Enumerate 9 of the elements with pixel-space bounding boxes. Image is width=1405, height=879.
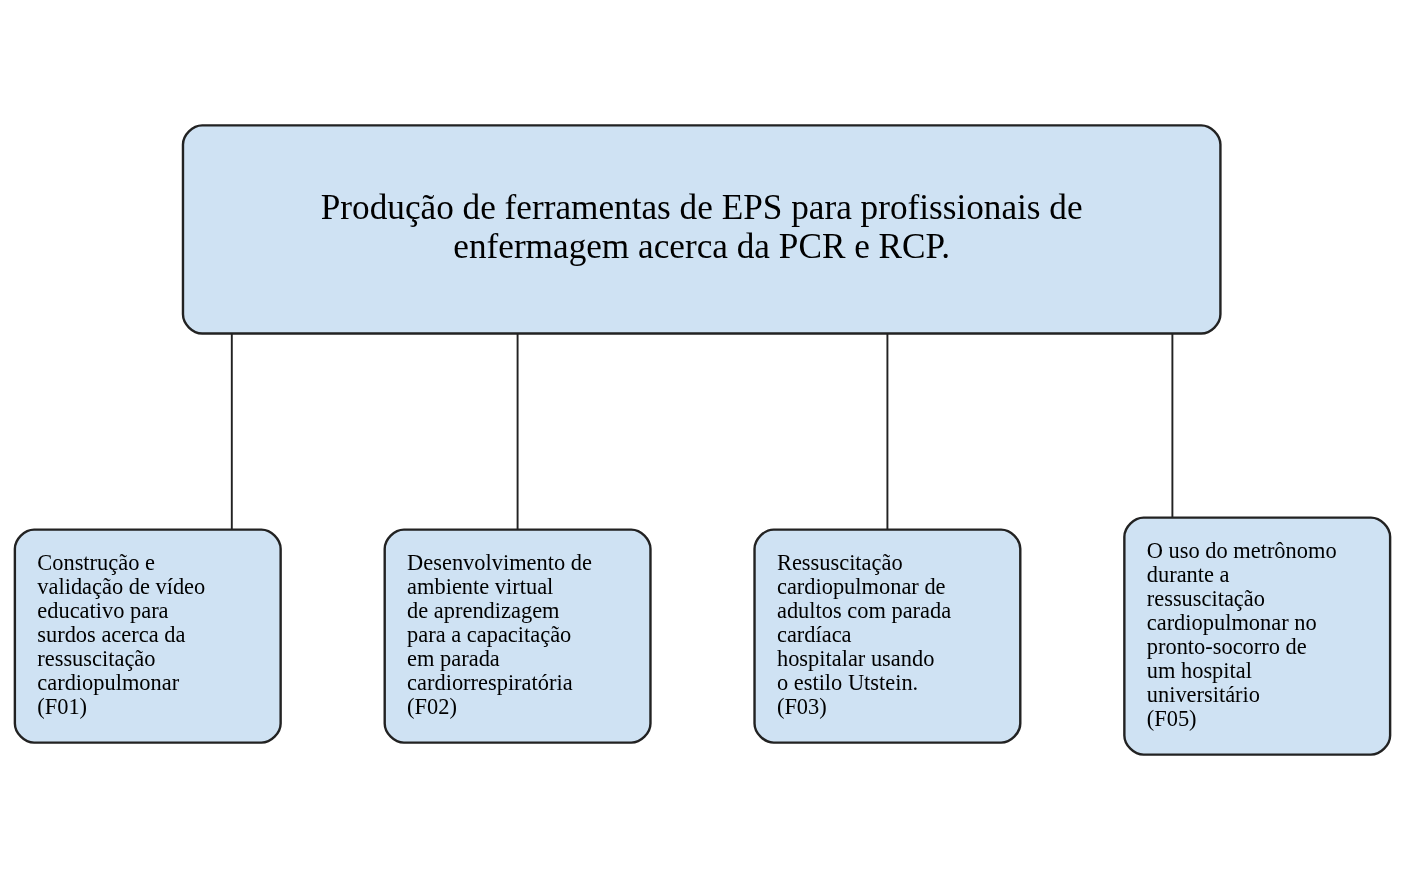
connector: [1171, 332, 1174, 518]
node-box: O uso do metrônomo durante a ressuscitação cardiopulmonar no pronto-socorro de um hospital universitário (F05): [1123, 515, 1392, 756]
connector: [886, 332, 889, 530]
node-box: Desenvolvimento de ambiente virtual de aprendizagem para a capacitação em parada cardiorrespiratória (F02): [383, 527, 652, 744]
node-box: Produção de ferramentas de EPS para profissionais de enfermagem acerca da PCR e RCP.: [181, 123, 1222, 335]
connector: [230, 332, 233, 530]
node-box: Ressuscitação cardiopulmonar de adultos com parada cardíaca hospitalar usando o estilo Utstein. (F03): [753, 527, 1022, 744]
node-box: Construção e validação de vídeo educativo para surdos acerca da ressuscitação cardiopulmonar (F01): [13, 527, 282, 744]
connector: [516, 332, 519, 530]
